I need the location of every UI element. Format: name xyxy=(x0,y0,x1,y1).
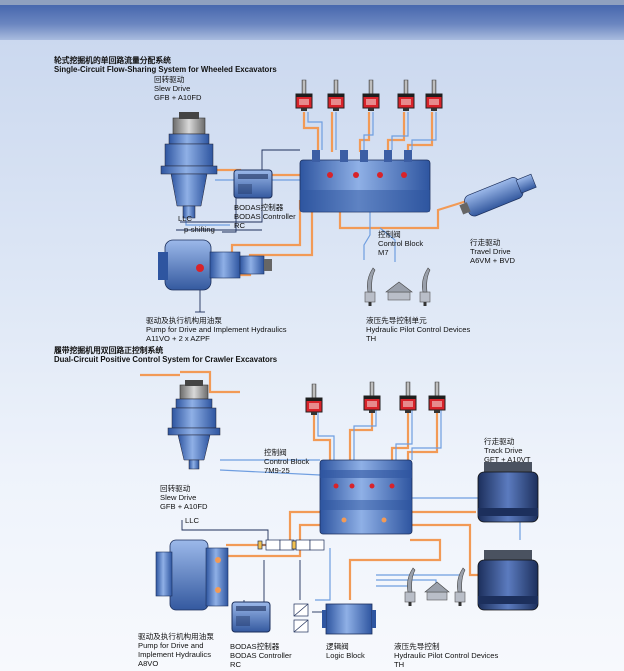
section2-logic-en: Logic Block xyxy=(326,651,365,660)
section2-control-block-cn: 控制阀 xyxy=(264,448,287,457)
section2-pilot-model: TH xyxy=(394,660,405,669)
section2-pump-model: A8VO xyxy=(138,659,159,668)
section2-track-en: Track Drive xyxy=(484,446,523,455)
section1-bodas-label: BODAS控制器 BODAS Controller RC xyxy=(234,203,296,230)
section2-logic-label: 逻辑阀 Logic Block xyxy=(326,642,365,660)
section1-title-en: Single-Circuit Flow-Sharing System for W… xyxy=(54,65,277,74)
section1-travel-drive xyxy=(459,173,537,217)
section2-pilot-lever-right xyxy=(454,567,466,607)
section2-actuator-4 xyxy=(428,381,446,414)
section2-bodas-en: BODAS Controller xyxy=(230,651,292,660)
section1-pilot-lines xyxy=(185,112,437,262)
section2-pump-en1: Pump for Drive and xyxy=(138,641,204,650)
section1-pilot-lever-right xyxy=(419,267,431,307)
section2-slew-model: GFB + A10FD xyxy=(160,502,208,511)
section2-actuator-1 xyxy=(305,383,323,416)
section1-pump-model: A11VO + 2 x AZPF xyxy=(146,334,210,343)
section2-track-drive-upper xyxy=(477,462,539,523)
section1-actuator-1 xyxy=(295,79,313,112)
section2-track-drive-lower xyxy=(477,550,539,611)
section2-pump xyxy=(155,539,229,611)
section1-control-block-en: Control Block xyxy=(378,239,424,248)
section2-pump-cn: 驱动及执行机构用油泵 xyxy=(138,632,214,641)
section2-logic-cn: 逻辑阀 xyxy=(326,642,349,651)
section1-pump-label: 驱动及执行机构用油泵 Pump for Drive and Implement … xyxy=(146,316,287,343)
section2-pump-en2: Implement Hydraulics xyxy=(138,650,212,659)
section1-control-block-model: M7 xyxy=(378,248,389,257)
section2-slew-en: Slew Drive xyxy=(160,493,197,502)
section1-travel-model: A6VM + BVD xyxy=(470,256,515,265)
header-strip xyxy=(0,0,624,5)
section1-pump-en: Pump for Drive and Implement Hydraulics xyxy=(146,325,287,334)
section1-pilot-cn: 液压先导控制单元 xyxy=(366,316,427,325)
section1-bodas-controller xyxy=(233,169,273,199)
section1-pilot-model: TH xyxy=(366,334,377,343)
section1-pilot-lever-left xyxy=(364,267,376,307)
section2-bodas-model: RC xyxy=(230,660,241,669)
section1-actuator-2 xyxy=(327,79,345,112)
section1-bodas-model: RC xyxy=(234,221,245,230)
section1-travel-label: 行走驱动 Travel Drive A6VM + BVD xyxy=(470,238,515,265)
section2-pilot-label: 液压先导控制 Hydraulic Pilot Control Devices T… xyxy=(394,642,498,669)
section2-hydraulic-lines xyxy=(140,370,488,600)
section2-switching-valves xyxy=(293,603,309,633)
section1-pilot-en: Hydraulic Pilot Control Devices xyxy=(366,325,471,334)
header-banner xyxy=(0,0,624,40)
section2-pump-label: 驱动及执行机构用油泵 Pump for Drive and Implement … xyxy=(138,632,214,668)
section1-slew-en: Slew Drive xyxy=(154,84,191,93)
section1-pump xyxy=(158,239,272,291)
section1-pilot-label: 液压先导控制单元 Hydraulic Pilot Control Devices… xyxy=(366,316,470,343)
section2-control-block-label: 控制阀 Control Block 7M9-25 xyxy=(264,448,309,475)
section1-pilot-pedal xyxy=(385,281,413,301)
section1-control-block-label: 控制阀 Control Block M7 xyxy=(378,230,423,257)
section2-llc-label: LLC xyxy=(185,516,199,525)
section2-pilot-cn: 液压先导控制 xyxy=(394,642,440,651)
section1-travel-en: Travel Drive xyxy=(470,247,511,256)
section1-control-block-cn: 控制阀 xyxy=(378,230,401,239)
section1-control-block xyxy=(299,150,431,213)
section2-bodas-cn: BODAS控制器 xyxy=(230,642,280,651)
section1-title: 轮式挖掘机的单回路流量分配系统 Single-Circuit Flow-Shar… xyxy=(54,56,277,74)
section1-travel-cn: 行走驱动 xyxy=(470,238,501,247)
section1-actuator-5 xyxy=(425,79,443,112)
section1-p-shifting-label: p-shifting xyxy=(184,225,215,234)
section2-pilot-lever-left xyxy=(404,567,416,607)
section1-pump-cn: 驱动及执行机构用油泵 xyxy=(146,316,222,325)
section1-bodas-en: BODAS Controller xyxy=(234,212,296,221)
section2-pilot-en: Hydraulic Pilot Control Devices xyxy=(394,651,499,660)
section1-slew-label: 回转驱动 Slew Drive GFB + A10FD xyxy=(154,75,201,102)
section1-slew-drive xyxy=(160,112,218,219)
section2-slew-drive xyxy=(167,380,221,470)
section2-title-cn: 履带挖掘机用双回路正控制系统 xyxy=(54,346,164,355)
section2-logic-block xyxy=(322,603,376,635)
section2-track-model: GFT + A10VT xyxy=(484,455,531,464)
section2-pilot-pedal xyxy=(424,581,450,601)
section2-slew-cn: 回转驱动 xyxy=(160,484,191,493)
section2-control-block-en: Control Block xyxy=(264,457,310,466)
section1-title-cn: 轮式挖掘机的单回路流量分配系统 xyxy=(54,56,171,65)
section1-slew-model: GFB + A10FD xyxy=(154,93,202,102)
section2-title-en: Dual-Circuit Positive Control System for… xyxy=(54,355,278,364)
section1-bodas-cn: BODAS控制器 xyxy=(234,203,284,212)
section1-actuator-4 xyxy=(397,79,415,112)
section2-actuator-2 xyxy=(363,381,381,414)
section2-bodas-controller xyxy=(231,601,271,633)
section2-title: 履带挖掘机用双回路正控制系统 Dual-Circuit Positive Con… xyxy=(54,346,277,364)
section1-slew-cn: 回转驱动 xyxy=(154,75,185,84)
section2-control-block-model: 7M9-25 xyxy=(264,466,290,475)
section2-actuator-3 xyxy=(399,381,417,414)
section1-actuator-3 xyxy=(362,79,380,112)
section2-proportional-valves xyxy=(257,539,325,551)
section2-bodas-label: BODAS控制器 BODAS Controller RC xyxy=(230,642,292,669)
section2-control-block xyxy=(319,459,413,535)
section1-llc-label: LLC xyxy=(178,214,192,223)
section2-track-cn: 行走驱动 xyxy=(484,437,515,446)
section2-track-label: 行走驱动 Track Drive GFT + A10VT xyxy=(484,437,531,464)
section2-slew-label: 回转驱动 Slew Drive GFB + A10FD xyxy=(160,484,207,511)
